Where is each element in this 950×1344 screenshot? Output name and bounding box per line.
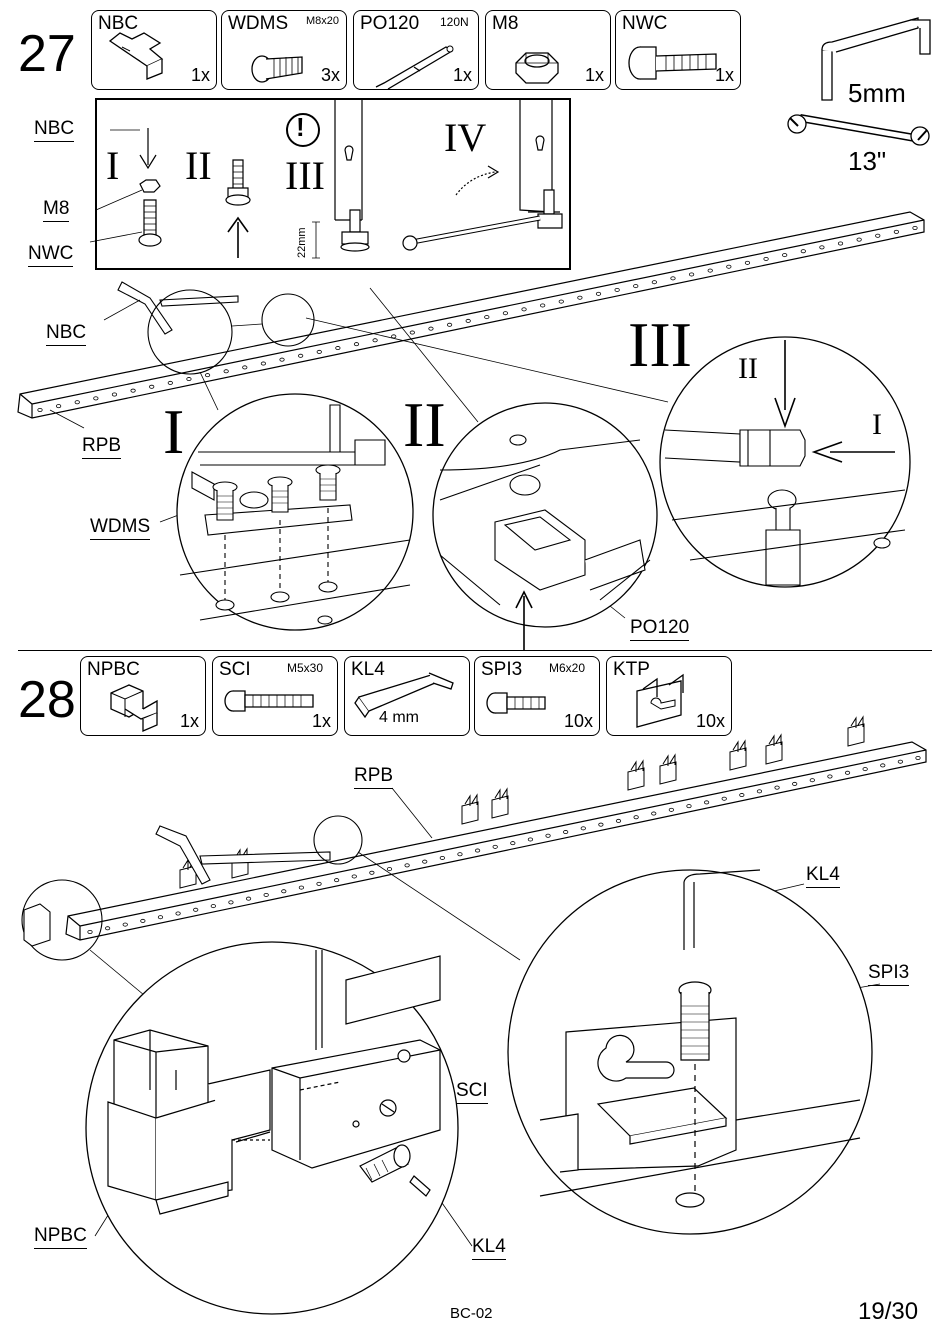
rail-hole [898,760,902,763]
rail-hole [845,771,849,774]
rail-hole [370,871,374,874]
rail-hole [176,912,180,915]
callout-kl4-bottom: KL4 [472,1236,506,1260]
rail-hole [652,812,656,815]
page-number: 19/30 [858,1298,918,1326]
rail-hole [669,808,673,811]
callout-kl4-top: KL4 [806,864,840,888]
rail-hole [599,823,603,826]
rail-hole [863,768,867,771]
rail-hole [387,867,391,870]
rail-hole [511,842,515,845]
rail-hole [616,819,620,822]
rail-hole [757,790,761,793]
rail-hole [722,797,726,800]
callout-npbc: NPBC [34,1225,87,1249]
ktp-clip [848,717,864,746]
rail-hole [246,897,250,900]
rail-hole [740,793,744,796]
rail-hole [458,853,462,856]
rail-hole [229,901,233,904]
rail-hole [792,782,796,785]
ktp-clip [628,761,644,790]
rail-hole [405,864,409,867]
rail-hole [775,786,779,789]
rail-hole [546,834,550,837]
callout-rpb-28: RPB [354,765,393,789]
rail-hole [581,827,585,830]
ktp-clip [660,755,676,784]
rail-hole [352,875,356,878]
callout-sci: SCI [456,1080,488,1104]
ktp-clip [492,789,508,818]
rail-hole [440,856,444,859]
rail-hole [828,775,832,778]
rail-hole [194,908,198,911]
ktp-clip [730,741,746,770]
rail-hole [423,860,427,863]
rail-hole [317,882,321,885]
rail-hole [141,919,145,922]
rail-hole [211,904,215,907]
ktp-clip [462,795,478,824]
callout-spi3: SPI3 [868,962,909,986]
ktp-clip [766,735,782,764]
rail-hole [105,927,109,930]
rail-hole [282,890,286,893]
rail-hole [158,916,162,919]
rail-hole [528,838,532,841]
rail-hole [687,805,691,808]
rail-hole [334,879,338,882]
rail-hole [264,893,268,896]
rail-hole [123,923,127,926]
rail-hole [563,830,567,833]
rail-hole [634,816,638,819]
rail-hole [475,849,479,852]
rail-hole [704,801,708,804]
document-code: BC-02 [450,1305,493,1322]
rail-hole [810,779,814,782]
rail-hole [916,756,920,759]
rail-hole [88,930,92,933]
rail-hole [881,764,885,767]
rail-hole [299,886,303,889]
rail-hole [493,845,497,848]
